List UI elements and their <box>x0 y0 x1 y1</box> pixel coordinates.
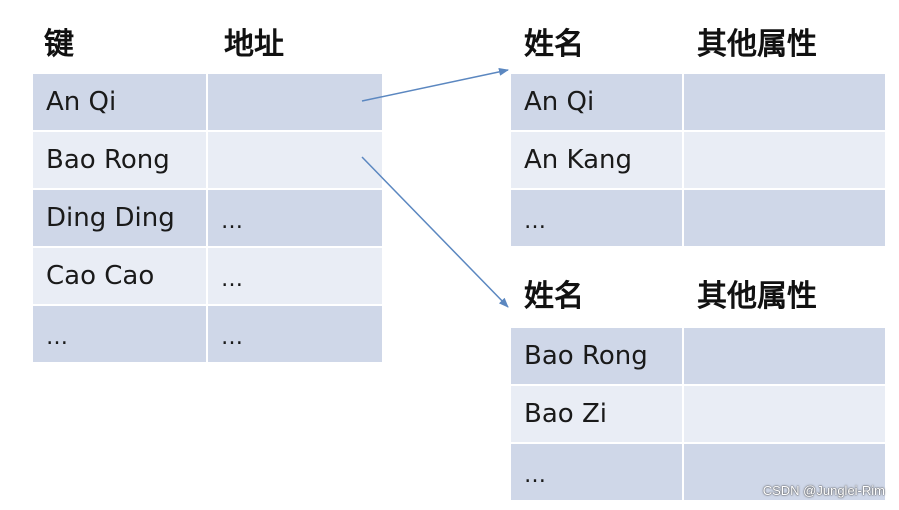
name-cell: An Kang <box>511 132 682 188</box>
key-cell: Bao Rong <box>33 132 206 188</box>
table-row: Bao Zi <box>511 386 885 442</box>
address-cell: … <box>208 248 382 304</box>
name-column-header: 姓名 <box>524 279 584 314</box>
table-row: Bao Rong <box>511 328 885 384</box>
record-table-1: An Qi An Kang … <box>511 74 885 248</box>
attrs-cell <box>684 328 885 384</box>
watermark: CSDN @Junglei-Rim <box>762 483 885 498</box>
key-column-header: 键 <box>44 27 74 62</box>
name-cell: Bao Rong <box>511 328 682 384</box>
table-row: … … <box>33 306 382 362</box>
name-cell: Bao Zi <box>511 386 682 442</box>
table-row: Bao Rong <box>33 132 382 188</box>
attrs-cell <box>684 74 885 130</box>
key-cell: Ding Ding <box>33 190 206 246</box>
table-row: An Kang <box>511 132 885 188</box>
attrs-cell <box>684 190 885 246</box>
address-cell: … <box>208 190 382 246</box>
arrow-bao-rong <box>361 156 509 308</box>
key-cell: An Qi <box>33 74 206 130</box>
key-address-table: An Qi Bao Rong Ding Ding … Cao Cao … … … <box>33 74 382 364</box>
address-cell: … <box>208 306 382 362</box>
attrs-column-header: 其他属性 <box>697 27 817 62</box>
key-cell: … <box>33 306 206 362</box>
table-row: An Qi <box>511 74 885 130</box>
address-cell <box>208 132 382 188</box>
name-cell: … <box>511 190 682 246</box>
name-cell: … <box>511 444 682 500</box>
attrs-cell <box>684 132 885 188</box>
key-cell: Cao Cao <box>33 248 206 304</box>
table-row: … <box>511 190 885 246</box>
arrow-an-qi <box>361 67 509 102</box>
table-row: Ding Ding … <box>33 190 382 246</box>
name-cell: An Qi <box>511 74 682 130</box>
record-table-2: Bao Rong Bao Zi … <box>511 328 885 502</box>
table-row: Cao Cao … <box>33 248 382 304</box>
attrs-cell <box>684 386 885 442</box>
attrs-cell <box>684 444 885 500</box>
attrs-column-header: 其他属性 <box>697 279 817 314</box>
table-row: … <box>511 444 885 500</box>
address-column-header: 地址 <box>224 27 284 62</box>
address-cell <box>208 74 382 130</box>
name-column-header: 姓名 <box>524 27 584 62</box>
table-row: An Qi <box>33 74 382 130</box>
